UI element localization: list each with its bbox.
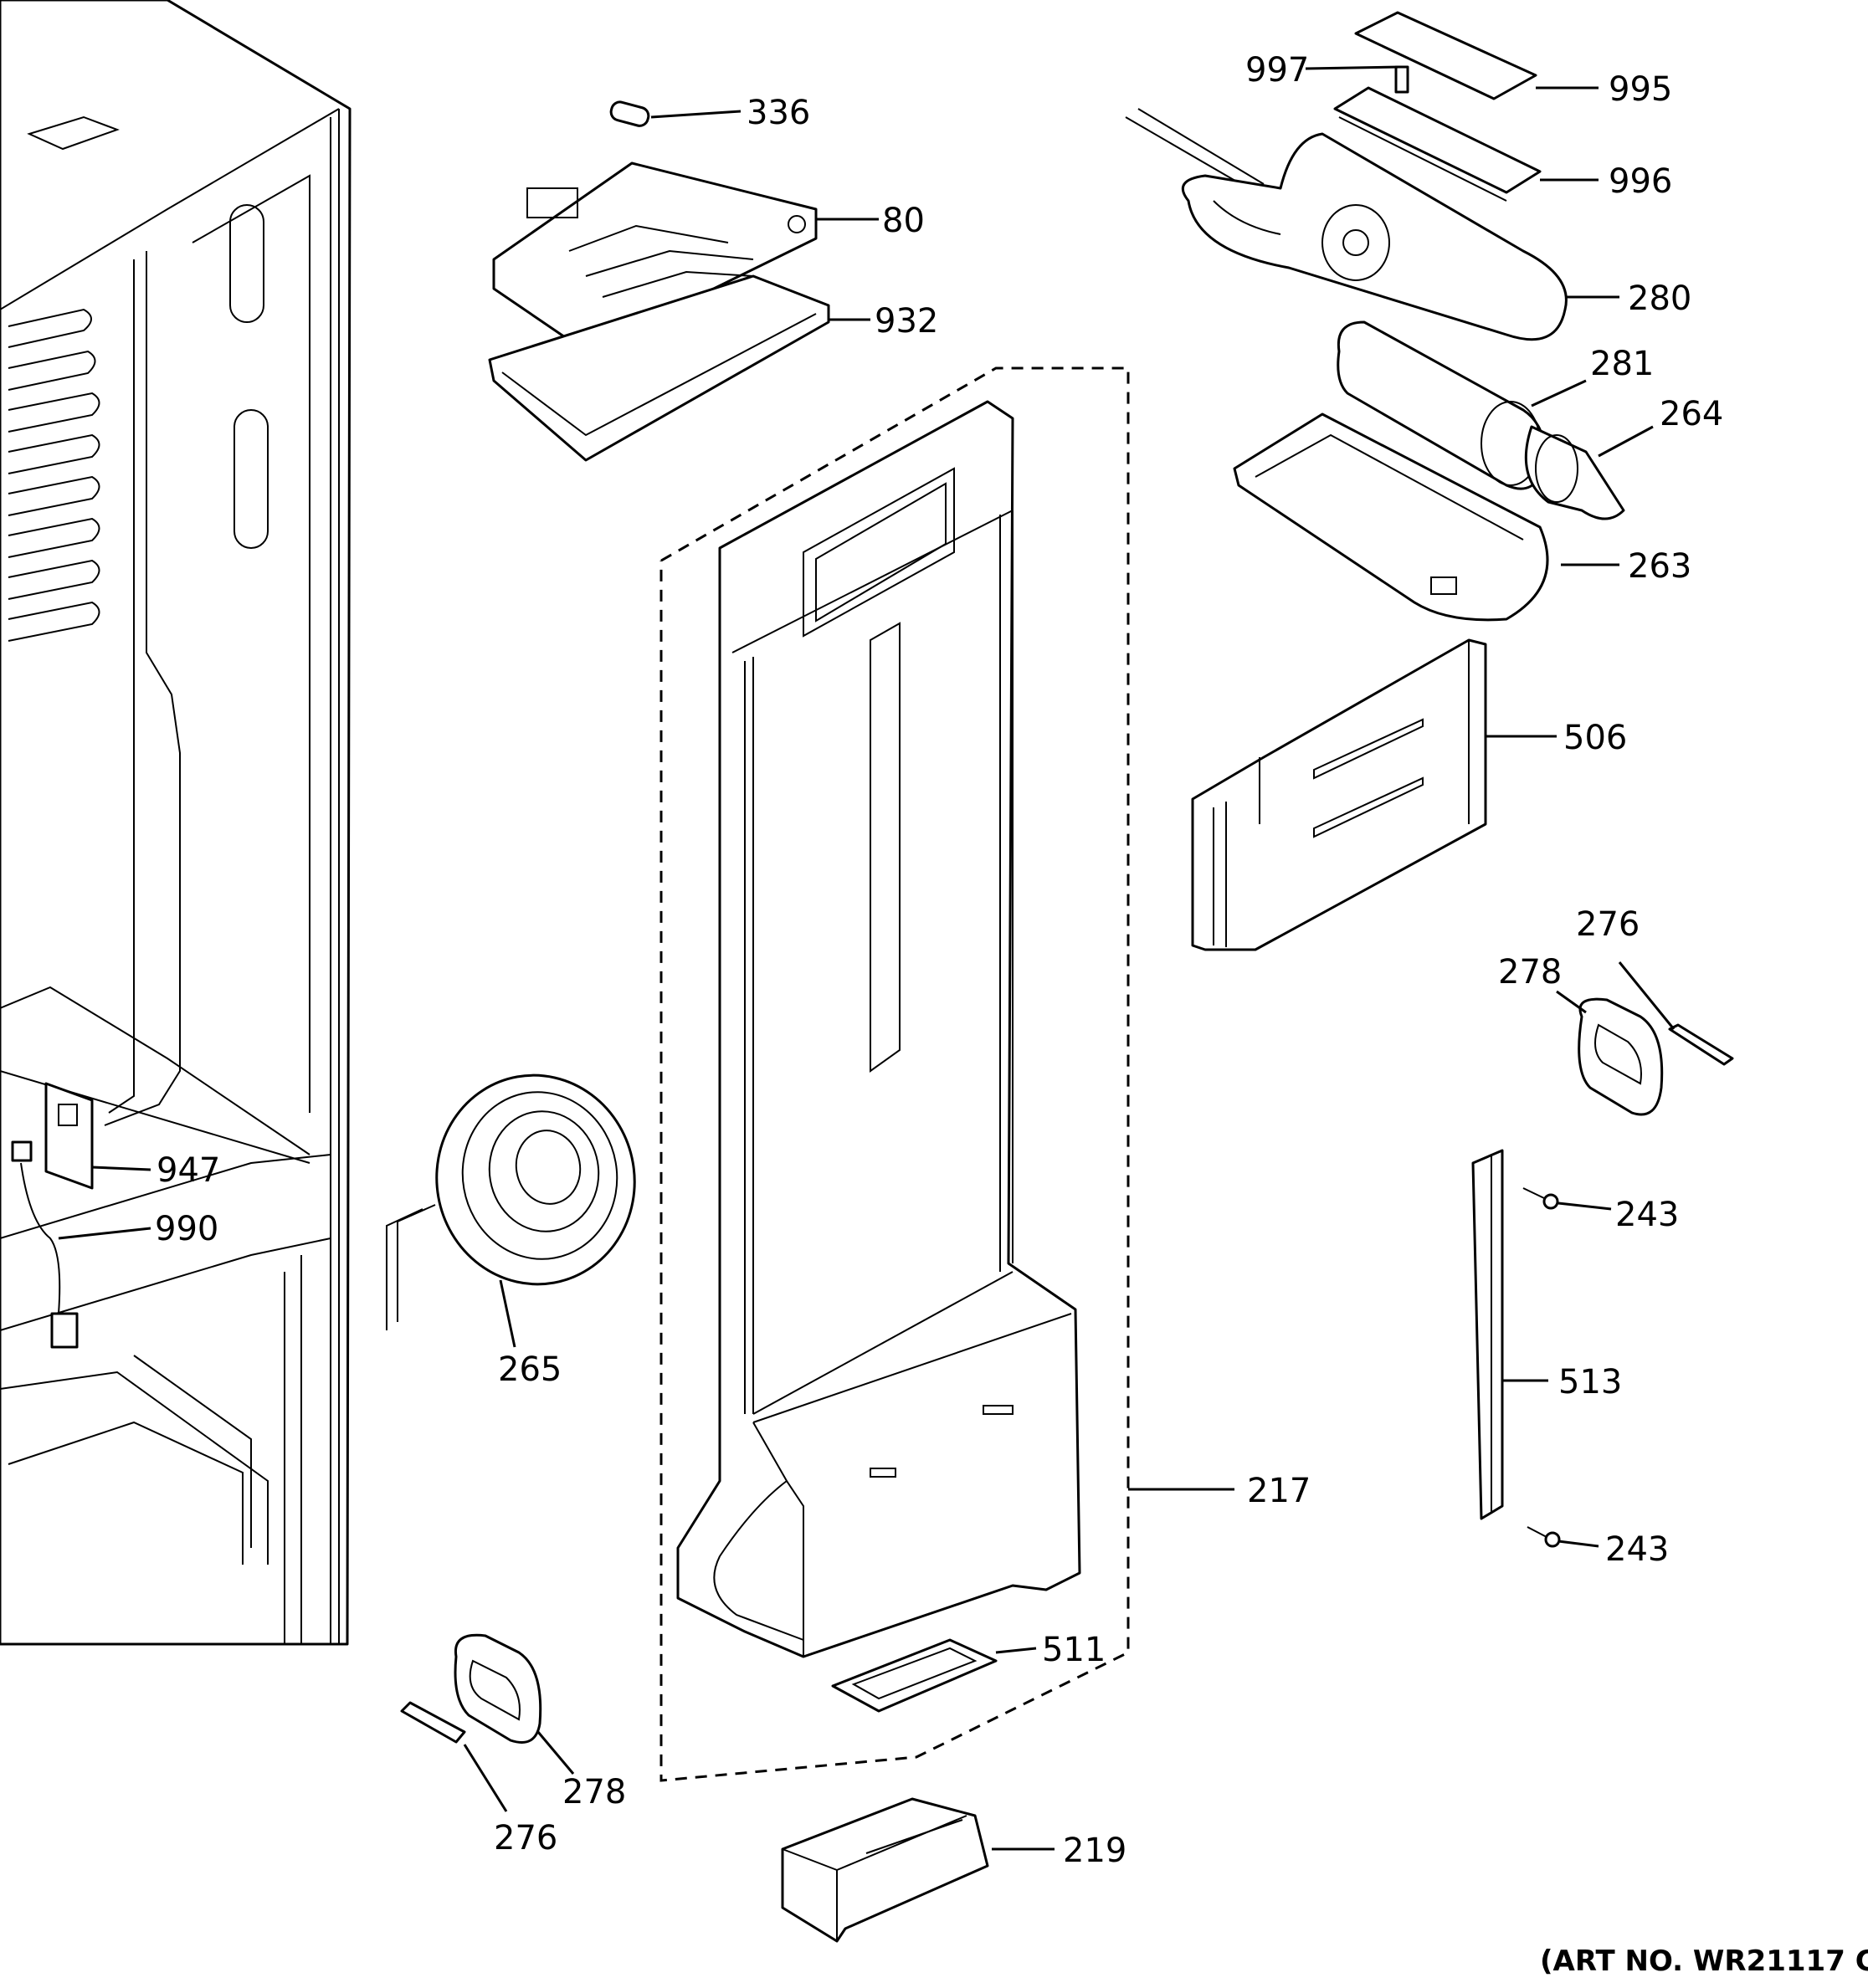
label-243-top: 243 xyxy=(1615,1196,1679,1234)
part-276-switch-bottom xyxy=(400,1701,466,1744)
label-278-right: 278 xyxy=(1498,953,1562,991)
part-336-pin xyxy=(609,100,650,127)
part-80-cover xyxy=(492,161,818,353)
part-243-screw-top xyxy=(1522,1187,1559,1210)
part-263-filter-cover xyxy=(1233,412,1549,622)
label-281: 281 xyxy=(1590,345,1654,383)
part-990-wire-harness xyxy=(11,1140,79,1349)
part-997-screw xyxy=(1394,65,1409,94)
part-217-door-assembly xyxy=(676,400,1081,1658)
label-219: 219 xyxy=(1063,1832,1126,1870)
part-280-filter-housing xyxy=(1125,108,1568,341)
part-996-housing xyxy=(1333,86,1542,202)
label-513: 513 xyxy=(1558,1363,1622,1401)
label-990: 990 xyxy=(155,1210,218,1248)
label-265: 265 xyxy=(498,1350,562,1389)
label-264: 264 xyxy=(1660,395,1723,433)
part-265-water-tube-coil xyxy=(386,1073,636,1330)
label-336: 336 xyxy=(747,94,810,132)
part-511-pad xyxy=(831,1638,998,1713)
label-263: 263 xyxy=(1628,547,1691,586)
part-278-bezel-bottom xyxy=(454,1633,542,1744)
part-264-filter-cap xyxy=(1524,425,1625,520)
label-506: 506 xyxy=(1563,719,1627,757)
label-276-bottom: 276 xyxy=(494,1819,557,1857)
leader-lines xyxy=(58,65,1676,1851)
label-997: 997 xyxy=(1245,51,1309,90)
part-278-bezel-right xyxy=(1578,997,1664,1116)
part-243-screw-bottom xyxy=(1527,1526,1561,1548)
label-511: 511 xyxy=(1042,1631,1106,1669)
label-217: 217 xyxy=(1247,1472,1311,1510)
refrigerator-cabinet xyxy=(0,0,352,1646)
part-995-control-board xyxy=(1354,11,1537,100)
label-243-bottom: 243 xyxy=(1605,1530,1669,1569)
part-506-dispenser-cover xyxy=(1191,638,1487,951)
label-80: 80 xyxy=(882,202,925,240)
part-947-sensor-box xyxy=(44,1082,94,1190)
label-278-bottom: 278 xyxy=(562,1773,626,1811)
label-947: 947 xyxy=(157,1151,220,1190)
part-932-tray xyxy=(488,274,830,462)
part-276-switch-right xyxy=(1668,1023,1734,1066)
label-996: 996 xyxy=(1609,162,1672,201)
label-995: 995 xyxy=(1609,70,1672,109)
label-932: 932 xyxy=(875,302,938,341)
part-labels: 336 80 932 997 995 996 280 281 264 263 5… xyxy=(155,51,1868,1978)
part-219-drip-tray xyxy=(781,1797,989,1943)
label-280: 280 xyxy=(1628,279,1691,318)
art-number: (ART NO. WR21117 C xyxy=(1540,1944,1868,1978)
assembly-boundary-dashed xyxy=(659,366,1130,1782)
label-276-right: 276 xyxy=(1576,905,1640,944)
part-513-rail xyxy=(1471,1149,1504,1520)
evaporator-coils xyxy=(8,308,100,642)
